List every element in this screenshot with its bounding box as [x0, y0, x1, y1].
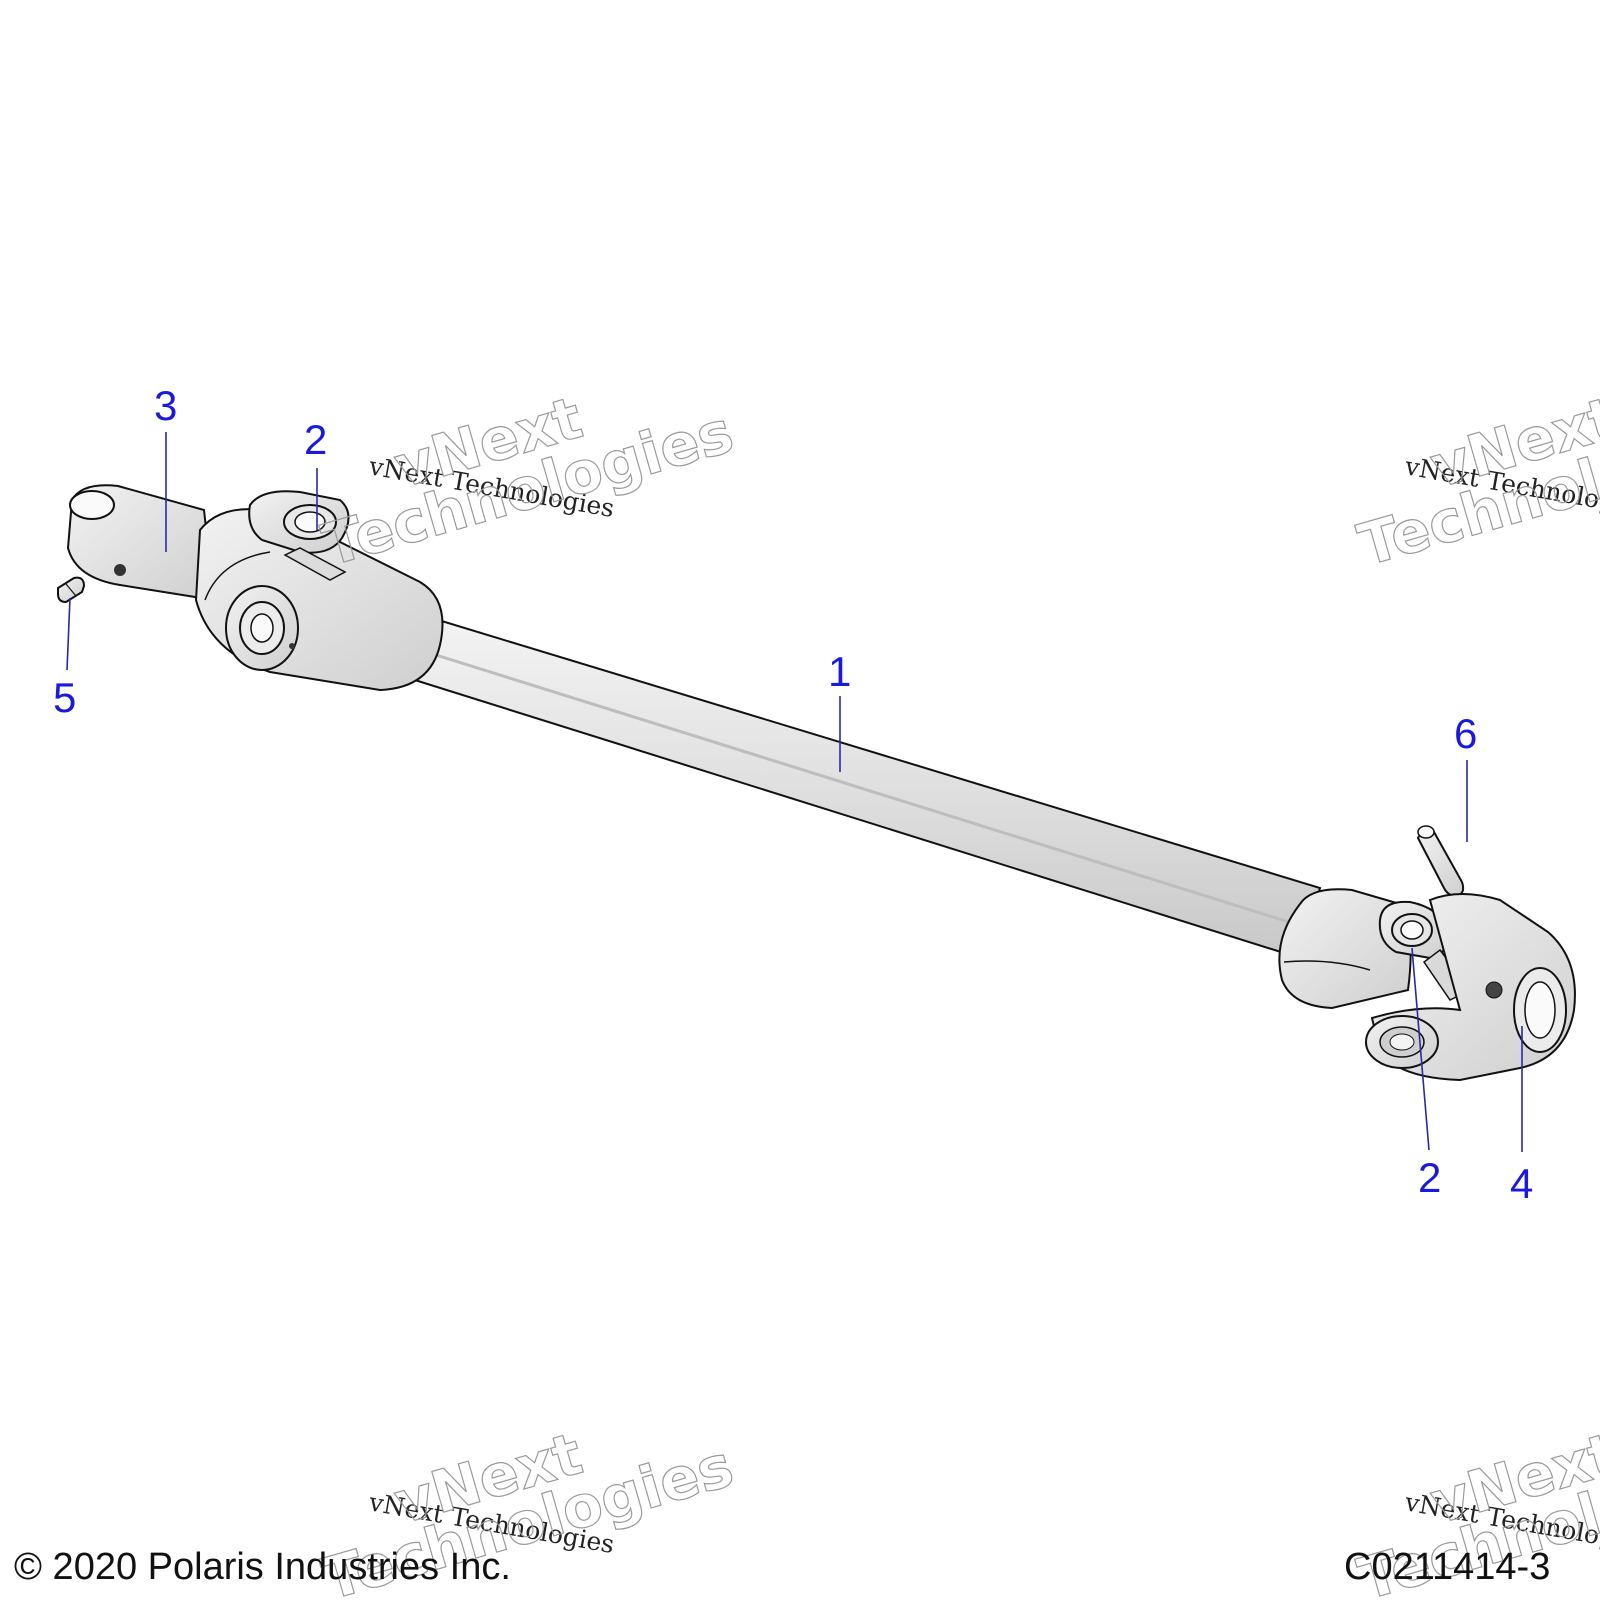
drawing-number: C0211414-3 — [1344, 1546, 1551, 1588]
watermark-top-right: vNext Technologies vNext Technologies — [1351, 383, 1600, 580]
left-slip-yoke — [66, 484, 216, 602]
roll-pin — [1416, 825, 1465, 898]
right-shaft-yoke — [1278, 888, 1412, 1010]
left-yoke-ear — [225, 585, 299, 671]
callout-5: 5 — [53, 674, 76, 721]
callout-4: 4 — [1510, 1160, 1533, 1207]
leader-line-5 — [66, 597, 71, 671]
right-u-joint-cross — [1378, 900, 1472, 1001]
driveshaft-tube — [400, 610, 1322, 960]
callout-6: 6 — [1454, 710, 1477, 757]
callout-3: 3 — [154, 382, 177, 429]
copyright-notice: © 2020 Polaris Industries Inc. — [14, 1546, 511, 1588]
grease-fitting — [57, 576, 86, 604]
leader-line-2-right — [1411, 947, 1430, 1151]
watermark-top-left: vNext Technologies vNext Technologies — [315, 383, 742, 580]
callout-2-right: 2 — [1418, 1154, 1441, 1201]
left-u-joint-cross — [248, 490, 350, 581]
callout-2-left: 2 — [304, 416, 327, 463]
callout-1: 1 — [828, 648, 851, 695]
right-yoke-ear — [1365, 1015, 1439, 1069]
